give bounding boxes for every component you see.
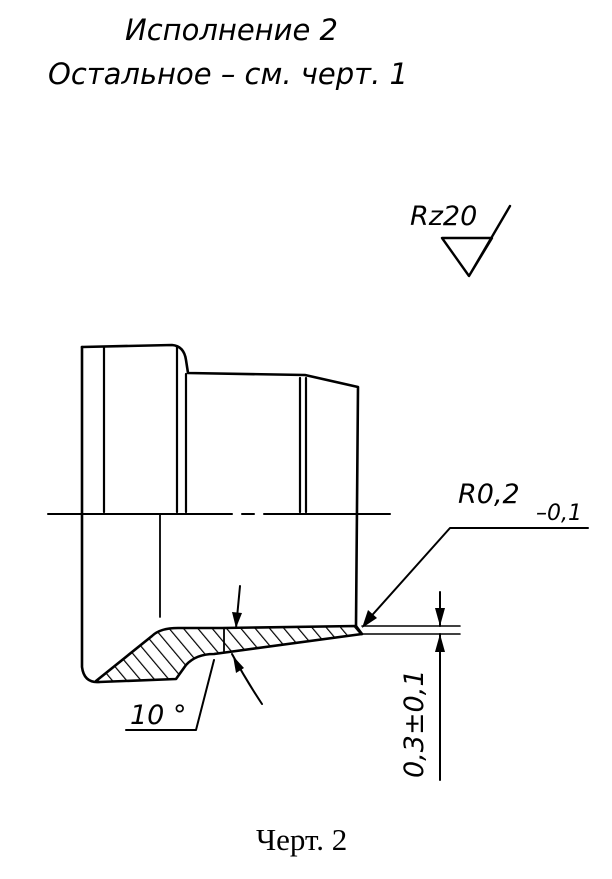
radius-tolerance: –0,1 (536, 501, 582, 526)
header-line-1: Исполнение 2 (125, 13, 338, 47)
hatched-section (94, 624, 364, 684)
radius-value: R0,2 (458, 479, 520, 510)
radius-leader: R0,2 –0,1 (362, 479, 589, 628)
angle-value: 10 ° (130, 700, 186, 731)
roughness-label: Rz20 (410, 201, 477, 232)
angle-dimension: 10 ° (125, 585, 263, 731)
depth-value: 0,3±0,1 (399, 669, 430, 778)
figure-caption: Черт. 2 (256, 822, 347, 857)
depth-dimension: 0,3±0,1 (361, 591, 461, 781)
header-line-2: Остальное – см. черт. 1 (48, 57, 408, 91)
roughness-symbol: Rz20 (410, 201, 512, 278)
